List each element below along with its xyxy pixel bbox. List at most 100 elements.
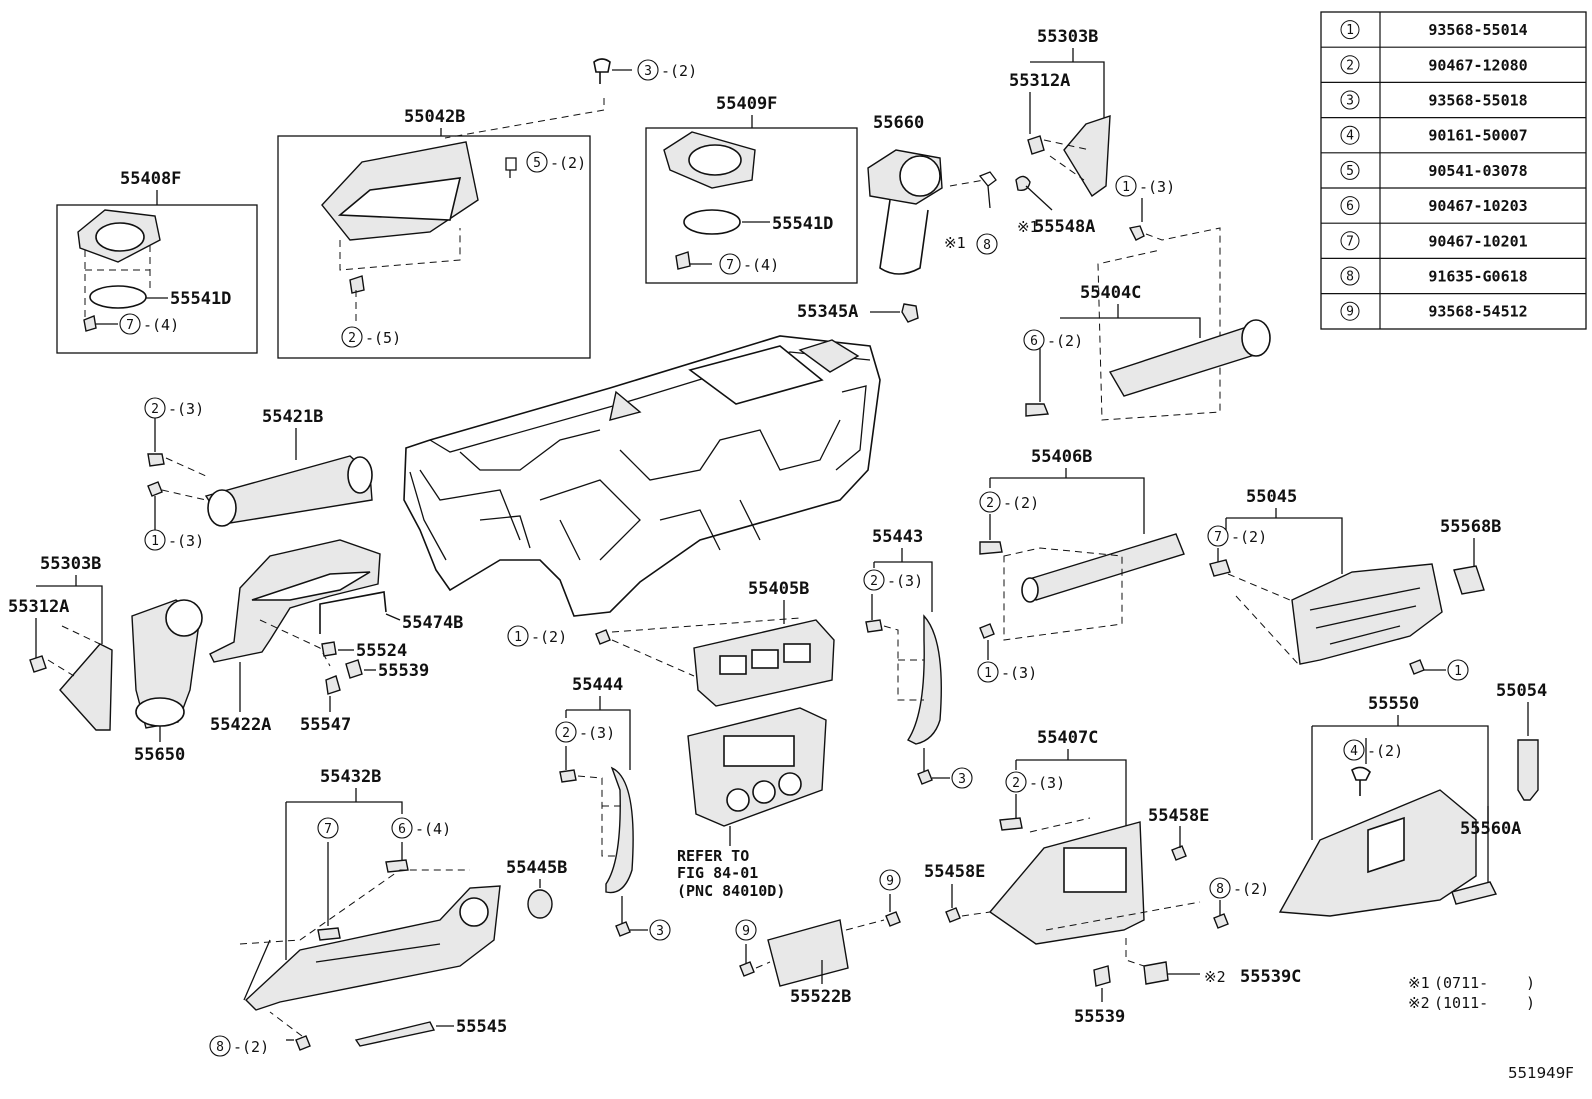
callout-quantity: -(4)	[415, 820, 451, 838]
callout-quantity: -(3)	[1001, 664, 1037, 682]
lower-panel-part	[1291, 563, 1443, 665]
callout-c3-2-top: 3-(2)	[637, 59, 697, 81]
assembly-55406B: 55406B	[979, 447, 1185, 660]
callout-c2-5: 2-(5)	[341, 326, 401, 348]
clip-part	[1027, 135, 1045, 155]
clip-part	[321, 641, 337, 657]
callout-c8-2-432: 8 -(2)	[209, 1035, 269, 1057]
part-label-55404C: 55404C	[1080, 283, 1141, 303]
callout-quantity: -(4)	[743, 256, 779, 274]
callout-number: 9	[742, 924, 750, 939]
assembly-55421B: 55421B	[147, 407, 373, 530]
clip-part	[675, 251, 691, 270]
callout-c9-a: 9	[735, 919, 757, 941]
callout-c6-4-432: 6 -(4)	[391, 817, 451, 839]
bolt-part	[1351, 766, 1371, 796]
callout-number: 8	[1216, 882, 1224, 897]
side-panel-part	[1063, 115, 1111, 198]
callout-quantity: -(2)	[1367, 742, 1403, 760]
callout-number: 1	[151, 534, 159, 549]
callout-quantity: -(3)	[1139, 178, 1175, 196]
legend-part-number: 93568-55018	[1428, 92, 1527, 110]
screw-part	[1409, 659, 1425, 675]
circled-number	[1115, 175, 1137, 197]
legend-number: 7	[1346, 234, 1354, 249]
part-label-55522B: 55522B	[790, 987, 851, 1007]
callout-quantity: -(4)	[143, 316, 179, 334]
part-label-55345A: 55345A	[797, 302, 858, 322]
callout-number: 3	[958, 772, 966, 787]
assembly-55522B: 55522B	[739, 894, 901, 1007]
legend-part-number: 93568-54512	[1428, 303, 1527, 321]
notes: ※1 (0711- ) ※2 (1011- )	[1408, 974, 1535, 1012]
callout-c9-b: 9	[879, 869, 901, 891]
screw-part	[1171, 845, 1187, 861]
ring-part	[527, 889, 553, 919]
callout-c2-3-443: 2-(3)	[863, 569, 923, 591]
callout-c8-2-407: 8-(2)	[1209, 877, 1269, 899]
switch-part	[345, 659, 363, 679]
note-2-mark: ※2	[1408, 994, 1430, 1012]
circled-number	[637, 59, 659, 81]
assembly-55404C: 55404C	[1025, 198, 1271, 421]
part-label-55524: 55524	[356, 641, 407, 661]
callout-quantity: -(2)	[531, 628, 567, 646]
legend-border	[1320, 11, 1587, 330]
circled-number	[879, 869, 901, 891]
callout-number: 8	[216, 1040, 224, 1055]
note-1-close: )	[1526, 974, 1535, 992]
part-label-55406B: 55406B	[1031, 447, 1092, 467]
callout-quantity: -(3)	[1029, 774, 1065, 792]
callout-number: 6	[398, 822, 406, 837]
clip-part	[29, 655, 47, 673]
clip-part	[385, 859, 409, 873]
circled-number	[1340, 20, 1360, 40]
assembly-55042B: 55042B	[277, 98, 605, 359]
circled-number	[526, 151, 548, 173]
part-label-55650: 55650	[134, 745, 185, 765]
clip-part	[147, 453, 165, 467]
callout-number: 1	[984, 666, 992, 681]
part-label-55432B: 55432B	[320, 767, 381, 787]
assembly-55409F: 55409F 55541D	[645, 94, 858, 284]
circled-number	[1340, 266, 1360, 286]
note-mark-1b: ※1	[1017, 218, 1039, 236]
part-label-55312A-top: 55312A	[1009, 71, 1070, 91]
lock-cylinder-part	[1517, 739, 1539, 801]
circled-number	[144, 397, 166, 419]
clip-part	[349, 275, 365, 294]
circled-number	[977, 661, 999, 683]
circled-number	[341, 326, 363, 348]
callout-number: 1	[1122, 180, 1130, 195]
circled-number	[719, 253, 741, 275]
screw-top	[593, 58, 632, 84]
screw-part	[615, 921, 631, 937]
callout-number: 2	[348, 331, 356, 346]
trim-strip-part	[354, 1021, 436, 1047]
cluster-hood-part	[209, 539, 381, 663]
switch-part	[1143, 961, 1169, 985]
part-label-55408F: 55408F	[120, 169, 181, 189]
assembly-55432B: 55432B 55545 55445B	[239, 767, 567, 1051]
callout-number: 2	[986, 496, 994, 511]
circled-number	[735, 919, 757, 941]
callout-c7-4-b: 7-(4)	[719, 253, 779, 275]
callout-c7-4-a: 7-(4)	[119, 313, 179, 335]
lower-finish-panel-part	[244, 885, 501, 1011]
callout-quantity: -(3)	[168, 400, 204, 418]
switch-part	[325, 675, 341, 695]
callout-c4-2-550: 4-(2)	[1343, 739, 1403, 761]
switch-part	[1093, 965, 1111, 987]
callout-quantity: -(2)	[233, 1038, 269, 1056]
dashboard-frame	[403, 335, 881, 617]
circled-number	[391, 817, 413, 839]
note-2-text: (1011-	[1434, 994, 1488, 1012]
circled-number	[1340, 125, 1360, 145]
callout-number: 6	[1030, 334, 1038, 349]
